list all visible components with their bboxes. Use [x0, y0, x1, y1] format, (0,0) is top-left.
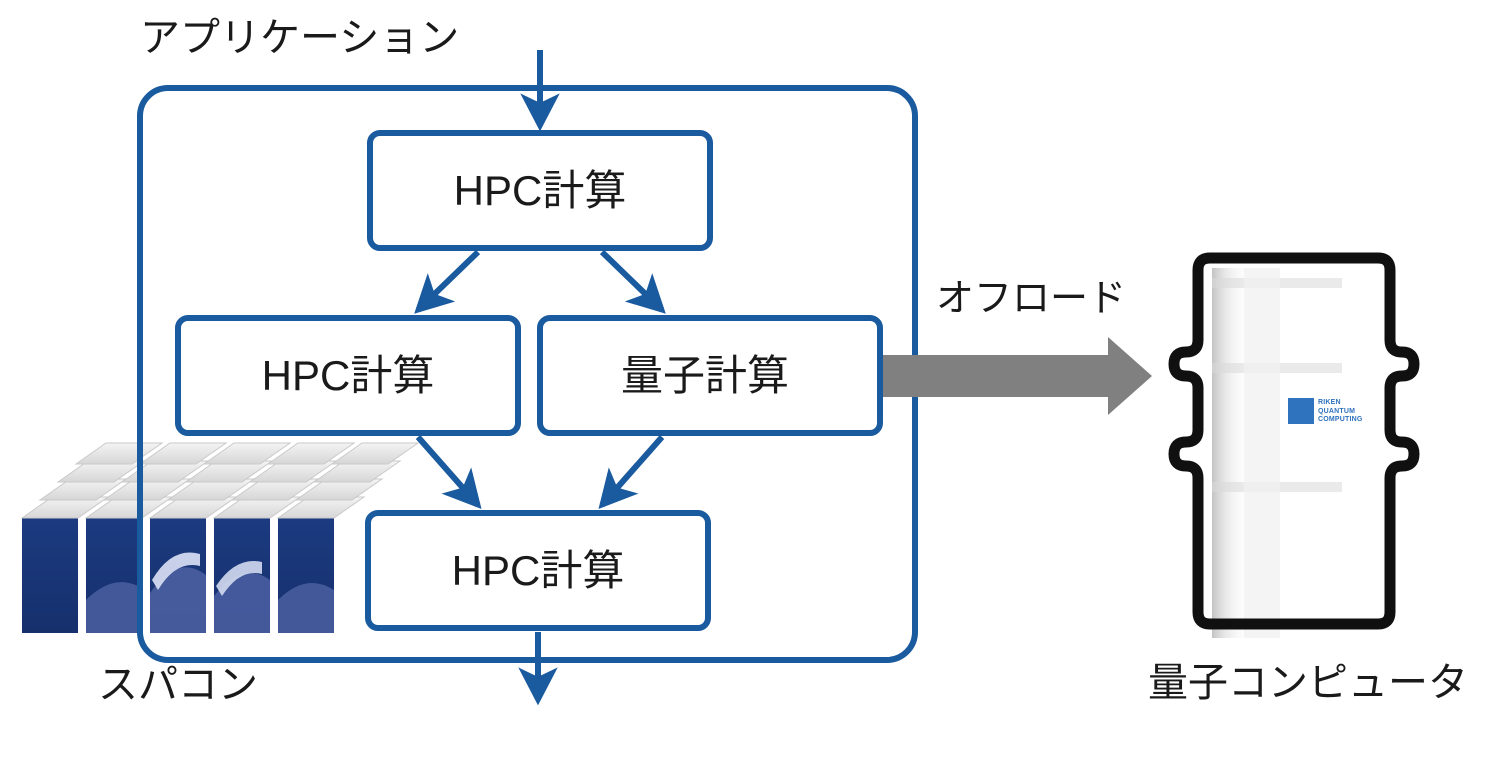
node-box-hpc-top[interactable] [367, 130, 713, 251]
edge-quantum-to-hpc-bottom [598, 435, 665, 509]
riken-quantum-logo-text: RIKEN QUANTUM COMPUTING [1318, 398, 1384, 426]
node-box-quantum[interactable] [537, 315, 883, 436]
offload-label: オフロード [936, 278, 1127, 320]
logo-line-quantum: QUANTUM [1318, 407, 1356, 415]
logo-line-computing: COMPUTING [1318, 416, 1363, 424]
quantum-computer-label: 量子コンピュータ [1148, 661, 1468, 705]
edge-hpc-top-to-hpc-left [414, 249, 481, 314]
node-box-hpc-bottom[interactable] [365, 510, 711, 631]
node-label-hpc-left: HPC計算 [261, 352, 435, 399]
node-label-hpc-top: HPC計算 [453, 167, 627, 214]
quantum-computer-illustration [1168, 252, 1420, 638]
riken-quantum-logo-icon [1288, 398, 1314, 424]
supercomputer-cabinet [276, 442, 420, 633]
supercomputer-cabinet [148, 442, 292, 633]
edge-hpc-top-to-quantum [599, 249, 666, 314]
node-box-hpc-left[interactable] [175, 315, 521, 436]
offload-arrow [836, 337, 1152, 415]
logo-line-riken: RIKEN [1318, 399, 1341, 407]
application-label: アプリケーション [140, 16, 460, 60]
supercomputer-cabinet [212, 442, 356, 633]
supercomputer-label: スパコン [98, 663, 258, 707]
edge-hpc-left-to-hpc-bottom [415, 435, 482, 509]
supercomputer-illustration [20, 442, 420, 633]
node-label-hpc-bottom: HPC計算 [451, 547, 625, 594]
node-label-quantum: 量子計算 [620, 352, 790, 399]
